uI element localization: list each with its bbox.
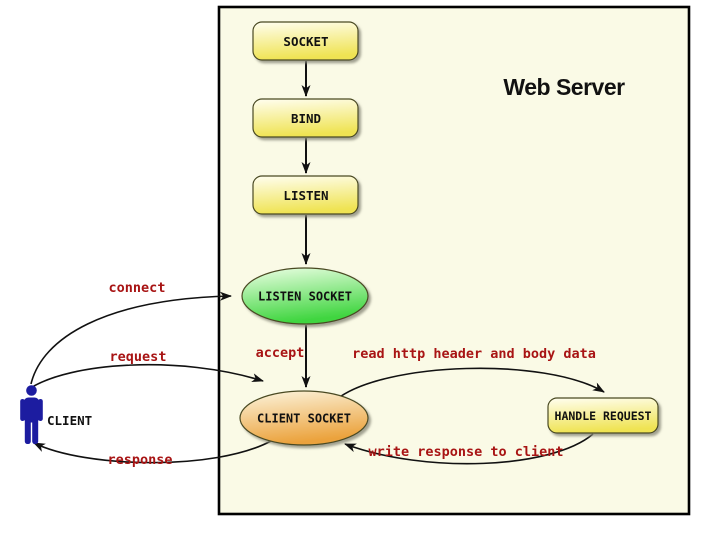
bind-node-label: BIND bbox=[291, 111, 321, 126]
listen-node-label: LISTEN bbox=[283, 188, 328, 203]
edge-write-response bbox=[344, 433, 594, 465]
client-socket-node bbox=[239, 390, 369, 446]
client-label: CLIENT bbox=[47, 413, 92, 428]
connect-label: connect bbox=[109, 280, 166, 296]
handle-request-node-label: HANDLE REQUEST bbox=[555, 409, 652, 423]
edge-read-http bbox=[336, 367, 605, 400]
listen-node bbox=[252, 175, 359, 215]
listen-socket-node bbox=[241, 267, 369, 325]
edge-request bbox=[28, 363, 264, 390]
client-person-icon bbox=[20, 385, 43, 444]
socket-node-label: SOCKET bbox=[283, 34, 328, 49]
edge-response bbox=[33, 440, 272, 464]
bind-node bbox=[252, 98, 359, 138]
read-http-label: read http header and body data bbox=[352, 346, 596, 362]
edge-connect bbox=[30, 291, 232, 385]
request-label: request bbox=[110, 349, 167, 365]
accept-label: accept bbox=[256, 345, 305, 361]
web-server-title: Web Server bbox=[503, 74, 625, 100]
write-response-label: write response to client bbox=[368, 444, 563, 460]
response-label: response bbox=[107, 452, 172, 468]
socket-node bbox=[252, 21, 359, 61]
listen-socket-node-label: LISTEN SOCKET bbox=[258, 290, 352, 304]
handle-request-node bbox=[547, 397, 659, 434]
client-socket-node-label: CLIENT SOCKET bbox=[257, 412, 351, 426]
